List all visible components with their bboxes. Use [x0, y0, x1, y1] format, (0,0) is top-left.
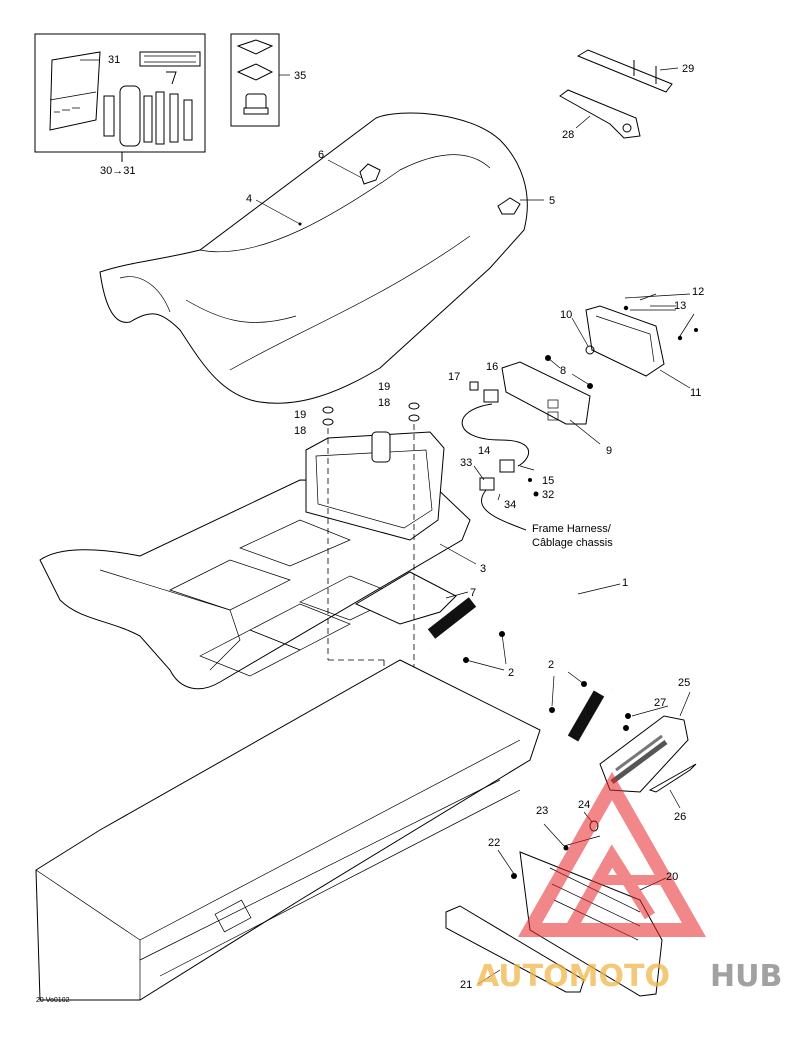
seat-base-3 — [39, 431, 477, 690]
watermark-text: AUTOMOTO HUB — [476, 959, 782, 994]
washers-18-19 — [322, 402, 420, 426]
label-12: 12 — [692, 286, 704, 298]
strap-tool — [139, 51, 201, 67]
connector-16 — [483, 389, 499, 403]
part-35-group — [230, 33, 290, 127]
label-14: 14 — [478, 445, 490, 457]
label-4: 4 — [246, 193, 252, 205]
plate-7 — [354, 571, 469, 625]
label-31: 31 — [108, 54, 120, 66]
label-21: 21 — [460, 979, 472, 991]
bolts-8 — [545, 355, 593, 389]
label-8: 8 — [560, 365, 566, 377]
label-5: 5 — [549, 195, 555, 207]
hook-tool — [166, 71, 177, 85]
tool-pouch — [49, 51, 101, 131]
label-23: 23 — [536, 805, 548, 817]
part-labels: 31 30→31 35 29 28 6 4 5 12 13 10 11 8 16… — [36, 54, 704, 1004]
tool-kit-box — [34, 33, 206, 153]
nut-10 — [585, 345, 595, 355]
label-26: 26 — [674, 811, 686, 823]
label-17: 17 — [448, 371, 460, 383]
watermark-part1: AUTOMOTO — [476, 959, 670, 994]
reflector-26 — [648, 763, 697, 793]
label-27: 27 — [654, 697, 666, 709]
wrench-tool — [119, 85, 141, 147]
label-20: 20 — [666, 871, 678, 883]
clip-17 — [469, 381, 479, 391]
label-16: 16 — [486, 361, 498, 373]
taillight-lens-11 — [585, 305, 665, 377]
parts-25-26-27 — [599, 691, 697, 809]
label-3: 3 — [480, 563, 486, 575]
drawing-code: 20 Vo0102 — [36, 997, 70, 1004]
washer-32 — [533, 491, 539, 497]
frame-harness-label-fr: Câblage chassis — [532, 537, 613, 549]
grip-right — [567, 690, 605, 742]
label-28: 28 — [562, 129, 574, 141]
label-33: 33 — [460, 457, 472, 469]
seat — [99, 112, 544, 404]
chassis-tunnel — [35, 659, 541, 1001]
label-1: 1 — [622, 577, 628, 589]
label-9: 9 — [606, 445, 612, 457]
storage-box — [305, 431, 445, 541]
frame-harness-label: Frame Harness/ — [532, 523, 612, 535]
label-11: 11 — [690, 387, 701, 399]
label-22: 22 — [488, 837, 500, 849]
screwdriver-tool — [143, 95, 153, 143]
tool-kit-group — [34, 33, 206, 162]
label-19b: 19 — [378, 381, 390, 393]
label-19a: 19 — [294, 409, 306, 421]
label-35: 35 — [294, 70, 306, 82]
watermark-part2: HUB — [710, 959, 782, 994]
label-6: 6 — [318, 149, 324, 161]
label-2a: 2 — [508, 667, 514, 679]
connector-14 — [499, 459, 515, 473]
bracket-21 — [445, 905, 585, 993]
label-18a: 18 — [294, 425, 306, 437]
label-7: 7 — [470, 587, 476, 599]
bolt-23 — [563, 845, 569, 851]
label-18b: 18 — [378, 397, 390, 409]
label-25: 25 — [678, 677, 690, 689]
label-13: 13 — [674, 300, 686, 312]
watermark-logo — [517, 771, 707, 937]
wrench-tool-2 — [155, 91, 165, 145]
bracket-28 — [559, 89, 641, 139]
rear-bumper-1 — [427, 583, 634, 742]
taillight-assembly — [501, 293, 698, 445]
label-32: 32 — [542, 489, 554, 501]
seat-latch-6 — [359, 163, 381, 185]
label-24: 24 — [578, 799, 590, 811]
part-35-box — [230, 33, 280, 127]
seat-latch-5 — [497, 197, 521, 215]
label-10: 10 — [560, 309, 572, 321]
nut-22 — [511, 873, 517, 879]
taillight-housing-9 — [501, 361, 591, 425]
label-2b: 2 — [548, 659, 554, 671]
screw-27 — [625, 713, 631, 719]
grip-left — [427, 597, 477, 639]
label-30-31: 30→31 — [100, 165, 135, 177]
label-15: 15 — [542, 475, 554, 487]
bracket-29 — [576, 49, 679, 93]
label-34: 34 — [504, 499, 516, 511]
wiring-harness — [461, 381, 539, 531]
label-29: 29 — [682, 63, 694, 75]
connector-34 — [479, 477, 495, 491]
